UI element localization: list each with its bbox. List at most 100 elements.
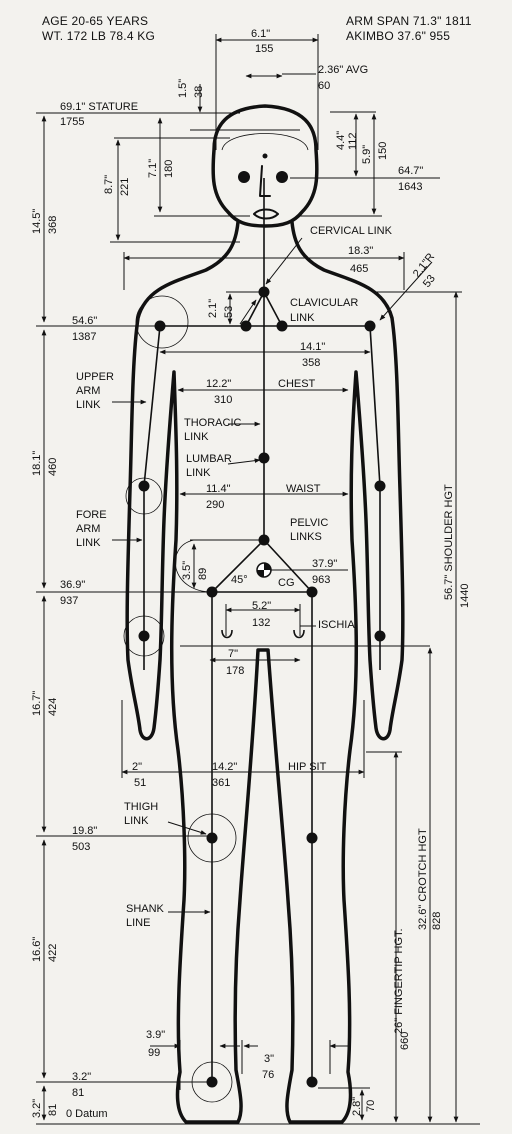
fingertip-hgt-mm: 660 xyxy=(399,1032,411,1050)
ankle-in: 3.2" xyxy=(72,1071,91,1083)
d141-in: 14.1" xyxy=(300,341,325,353)
shoulder-w-mm: 465 xyxy=(350,263,368,275)
d145-mm: 368 xyxy=(47,216,59,234)
eye-in: 64.7" xyxy=(398,165,423,177)
figure-outline xyxy=(125,220,405,1124)
d35-mm: 89 xyxy=(197,568,209,580)
d2-mm: 51 xyxy=(134,777,146,789)
upper-arm-label-3: LINK xyxy=(76,399,101,411)
d35-in: 3.5" xyxy=(181,561,193,580)
stature-in: 69.1" STATURE xyxy=(60,101,138,113)
d71-mm: 180 xyxy=(163,160,175,178)
d32-in: 3.2" xyxy=(31,1099,43,1118)
avg-in: 2.36" AVG xyxy=(318,64,368,76)
header-akimbo: AKIMBO 37.6" 955 xyxy=(346,29,451,43)
body-links xyxy=(123,178,386,1103)
hip-sit-mm: 361 xyxy=(212,777,230,789)
pelvic-label-2: LINKS xyxy=(290,531,322,543)
shank-label-1: SHANK xyxy=(126,903,165,915)
thoracic-label-2: LINK xyxy=(184,431,209,443)
waist-mm: 290 xyxy=(206,499,224,511)
hip-lvl-mm: 937 xyxy=(60,595,78,607)
waist-label: WAIST xyxy=(286,483,321,495)
shoulder-hgt-mm: 1440 xyxy=(459,584,471,608)
hip-sit-label: HIP SIT xyxy=(288,761,327,773)
fore-arm-label-2: ARM xyxy=(76,523,100,535)
r-in: 2.1"R xyxy=(411,251,437,280)
d181-in: 18.1" xyxy=(31,451,43,476)
lumbar-label-1: LUMBAR xyxy=(186,453,232,465)
d39-mm: 99 xyxy=(148,1047,160,1059)
d21-in: 2.1" xyxy=(207,299,219,318)
thigh-label-2: LINK xyxy=(124,815,149,827)
hip-sit-in: 14.2" xyxy=(212,761,237,773)
hip-lvl-in: 36.9" xyxy=(60,579,85,591)
d7-mm: 178 xyxy=(226,665,244,677)
d3-mm: 76 xyxy=(262,1069,274,1081)
crotch-hgt-mm: 828 xyxy=(431,912,443,930)
cg-mm: 963 xyxy=(312,574,330,586)
cg-label: CG xyxy=(278,577,295,589)
head-outline xyxy=(211,104,319,228)
eye-mm: 1643 xyxy=(398,181,422,193)
pelvic-label-1: PELVIC xyxy=(290,517,328,529)
ankle-mm: 81 xyxy=(72,1087,84,1099)
shoulder-lvl-in: 54.6" xyxy=(72,315,97,327)
crotch-hgt-label: 32.6" CROTCH HGT xyxy=(417,828,429,930)
d28-mm: 70 xyxy=(365,1100,377,1112)
d167-in: 16.7" xyxy=(31,691,43,716)
d167-mm: 424 xyxy=(47,698,59,716)
d7-in: 7" xyxy=(228,648,238,660)
d3-in: 3" xyxy=(264,1053,274,1065)
upper-arm-label-2: ARM xyxy=(76,385,100,397)
cervical-link-label: CERVICAL LINK xyxy=(310,225,393,237)
d166-mm: 422 xyxy=(47,944,59,962)
d2-in: 2" xyxy=(132,761,142,773)
shank-label-2: LINE xyxy=(126,917,150,929)
clavicular-label-1: CLAVICULAR xyxy=(290,297,358,309)
d181-mm: 460 xyxy=(47,458,59,476)
clavicular-label-2: LINK xyxy=(290,312,315,324)
d32-mm: 81 xyxy=(47,1104,59,1116)
body-outline xyxy=(125,104,405,1124)
waist-in: 11.4" xyxy=(206,483,231,495)
d59-in: 5.9" xyxy=(361,145,373,164)
d141-mm: 358 xyxy=(302,357,320,369)
ischia-label: ISCHIA xyxy=(318,619,355,631)
lumbar-label-2: LINK xyxy=(186,467,211,479)
dimension-text: 6.1" 155 2.36" AVG 60 1.5" 38 69.1" STAT… xyxy=(31,28,471,1120)
shoulder-lvl-mm: 1387 xyxy=(72,331,96,343)
thoracic-label-1: THORACIC xyxy=(184,417,242,429)
d87-in: 8.7" xyxy=(103,175,115,194)
d28-in: 2.8" xyxy=(351,1097,363,1116)
shoulder-w-in: 18.3" xyxy=(348,245,373,257)
d59-mm: 150 xyxy=(377,142,389,160)
knee-lvl-in: 19.8" xyxy=(72,825,97,837)
upper-arm-label-1: UPPER xyxy=(76,371,114,383)
d21-mm: 53 xyxy=(223,306,235,318)
knee-lvl-mm: 503 xyxy=(72,841,90,853)
head-width-in: 6.1" xyxy=(251,28,270,40)
d71-in: 7.1" xyxy=(147,159,159,178)
header-age: AGE 20-65 YEARS xyxy=(42,14,149,28)
ischia-mm: 132 xyxy=(252,617,270,629)
thigh-label-1: THIGH xyxy=(124,801,158,813)
avg-mm: 60 xyxy=(318,80,330,92)
stature-mm: 1755 xyxy=(60,116,84,128)
head-width-mm: 155 xyxy=(255,43,273,55)
d145-in: 14.5" xyxy=(31,209,43,234)
header-weight: WT. 172 LB 78.4 KG xyxy=(42,29,155,43)
top-in: 1.5" xyxy=(177,79,189,98)
d44-mm: 112 xyxy=(347,132,359,150)
shoulder-hgt-label: 56.7" SHOULDER HGT xyxy=(443,484,455,600)
ischia-in: 5.2" xyxy=(252,600,271,612)
top-mm: 38 xyxy=(193,86,205,98)
datum-label: 0 Datum xyxy=(66,1108,108,1120)
fore-arm-label-3: LINK xyxy=(76,537,101,549)
d166-in: 16.6" xyxy=(31,937,43,962)
dimension-lines xyxy=(36,34,480,1125)
angle-label: 45° xyxy=(231,574,248,586)
d87-mm: 221 xyxy=(119,178,131,196)
cervical-joint xyxy=(258,286,270,298)
r-mm: 53 xyxy=(421,273,438,290)
